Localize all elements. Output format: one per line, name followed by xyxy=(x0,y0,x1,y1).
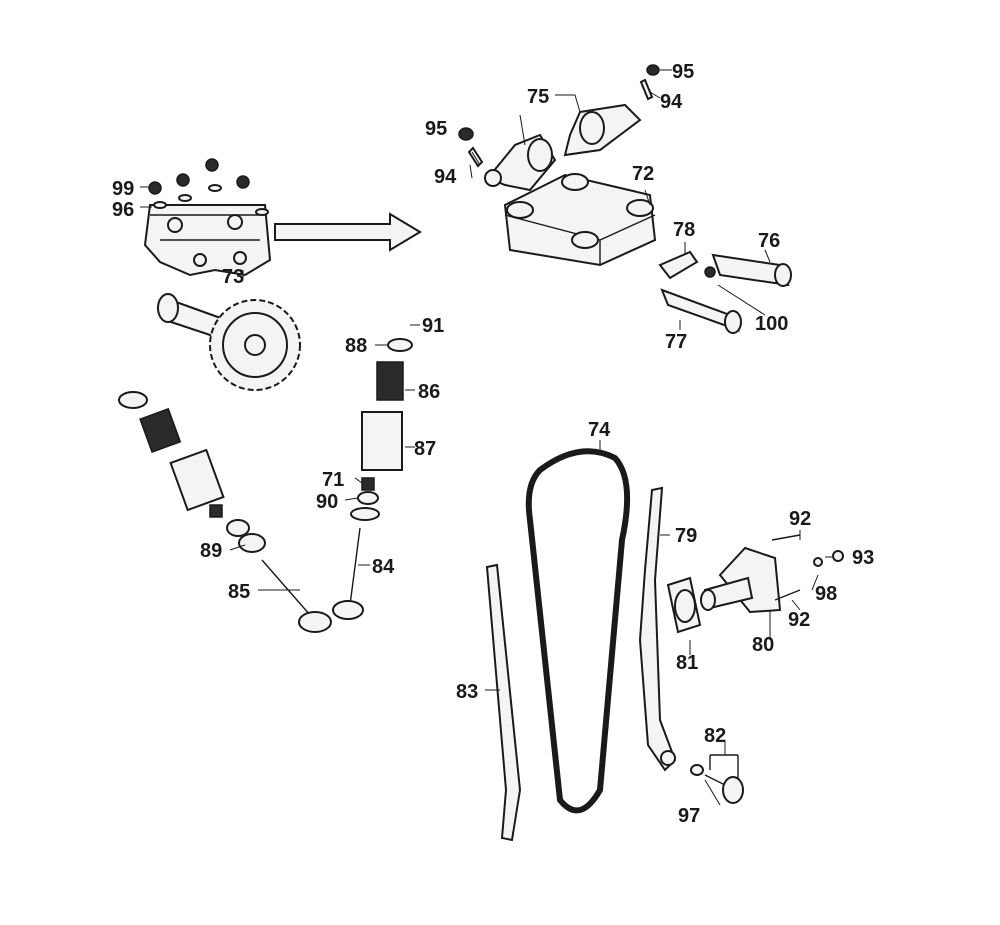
label-93: 93 xyxy=(852,547,874,569)
label-96: 96 xyxy=(112,199,134,221)
label-86: 86 xyxy=(418,381,440,403)
rocker-shafts xyxy=(658,250,792,334)
valve-left-stack xyxy=(118,391,332,633)
label-74: 74 xyxy=(588,419,611,441)
label-98: 98 xyxy=(815,583,837,605)
label-97: 97 xyxy=(678,805,700,827)
label-94-left: 94 xyxy=(434,166,457,188)
label-80: 80 xyxy=(752,634,774,656)
valve-right-stack xyxy=(332,338,413,620)
label-77: 77 xyxy=(665,331,687,353)
label-78: 78 xyxy=(673,219,695,241)
bolt-assembly-82 xyxy=(690,754,744,804)
part-labels: 99 96 73 75 95 94 95 94 72 78 76 100 77 … xyxy=(112,61,874,827)
label-95-left: 95 xyxy=(425,118,447,140)
label-79: 79 xyxy=(675,525,697,547)
label-76: 76 xyxy=(758,230,780,252)
label-92-top: 92 xyxy=(789,508,811,530)
label-88: 88 xyxy=(345,335,367,357)
label-92-bottom: 92 xyxy=(788,609,810,631)
label-84: 84 xyxy=(372,556,395,578)
label-75: 75 xyxy=(527,86,549,108)
label-99: 99 xyxy=(112,178,134,200)
label-94-right: 94 xyxy=(660,91,683,113)
rocker-arm-75b xyxy=(563,103,642,157)
label-89: 89 xyxy=(200,540,222,562)
tensioner-blade-79 xyxy=(638,486,677,772)
label-100: 100 xyxy=(755,313,788,335)
label-87: 87 xyxy=(414,438,436,460)
leader-lines xyxy=(140,69,832,806)
label-82: 82 xyxy=(704,725,726,747)
rocker-arm-75a xyxy=(484,133,557,192)
chain-guide-83 xyxy=(485,563,522,842)
timing-chain xyxy=(525,448,631,814)
label-81: 81 xyxy=(676,652,698,674)
direction-arrow xyxy=(274,212,422,252)
chain-tensioner xyxy=(666,534,844,634)
rocker-assembly-small xyxy=(143,158,272,277)
label-83: 83 xyxy=(456,681,478,703)
label-72: 72 xyxy=(632,163,654,185)
label-85: 85 xyxy=(228,581,250,603)
rocker-holder-72 xyxy=(503,173,657,267)
camshaft-sprocket xyxy=(157,293,301,391)
label-71: 71 xyxy=(322,469,344,491)
label-73: 73 xyxy=(222,266,244,288)
label-95-right: 95 xyxy=(672,61,694,83)
label-91: 91 xyxy=(422,315,444,337)
label-90: 90 xyxy=(316,491,338,513)
